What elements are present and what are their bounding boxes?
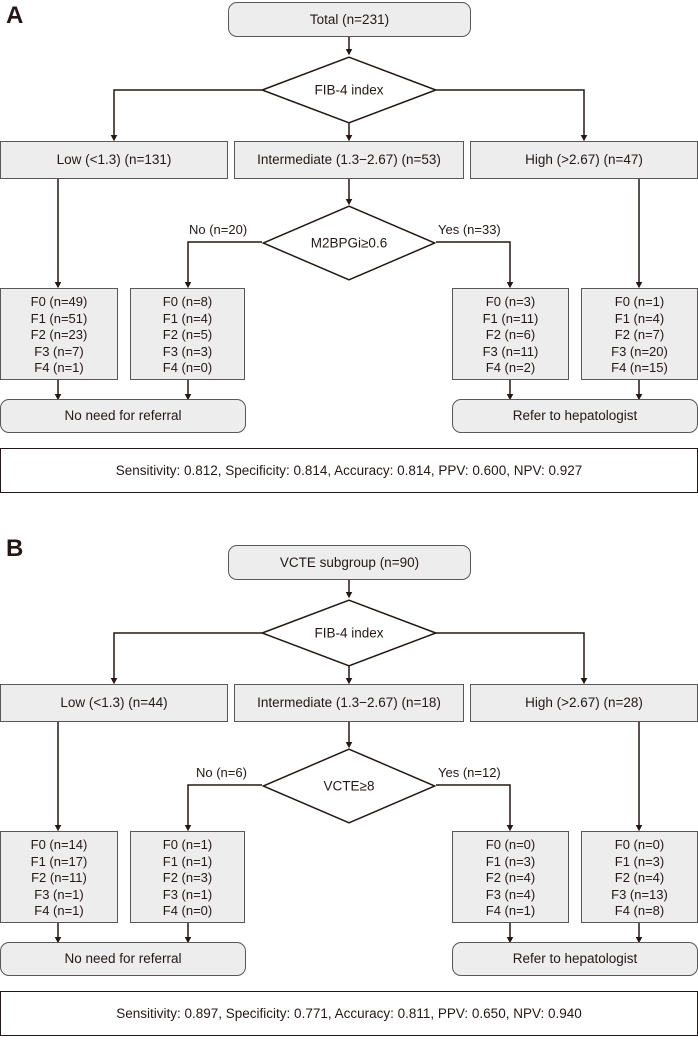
panel-b: B VCTE subgroup (n=90) FIB-4 in bbox=[0, 533, 698, 1042]
edge-label-no: No (n=6) bbox=[196, 765, 247, 780]
stage-row: F2 (n=3) bbox=[162, 870, 213, 886]
stage-row: F1 (n=3) bbox=[614, 853, 665, 869]
stage-row: F3 (n=20) bbox=[611, 343, 668, 359]
stage-row: F3 (n=7) bbox=[34, 343, 84, 359]
stage-row: F1 (n=17) bbox=[30, 853, 88, 869]
stage-row: F0 (n=3) bbox=[485, 294, 536, 309]
edge-label-no: No (n=20) bbox=[189, 222, 248, 237]
node-vcte-subgroup[interactable]: VCTE subgroup (n=90) bbox=[228, 545, 471, 580]
stage-row: F3 (n=1) bbox=[34, 886, 84, 902]
stage-box-intermediate-no[interactable]: F0 (n=8) F1 (n=4) F2 (n=5) F3 (n=3) F4 (… bbox=[130, 288, 245, 380]
stage-row: F0 (n=1) bbox=[614, 294, 665, 309]
stage-row: F1 (n=4) bbox=[162, 310, 213, 326]
stage-row: F3 (n=3) bbox=[162, 343, 213, 359]
stage-row: F4 (n=15) bbox=[611, 360, 668, 376]
decision-m2bpgi[interactable]: M2BPGi≥0.6 bbox=[262, 205, 436, 281]
panel-a-label: A bbox=[6, 2, 24, 29]
node-total[interactable]: Total (n=231) bbox=[228, 2, 471, 37]
stage-row: F0 (n=49) bbox=[30, 294, 88, 309]
stage-row: F2 (n=23) bbox=[30, 327, 88, 343]
stage-box-intermediate-yes[interactable]: F0 (n=0) F1 (n=3) F2 (n=4) F3 (n=4) F4 (… bbox=[452, 831, 569, 923]
edge-label-yes: Yes (n=12) bbox=[438, 765, 501, 780]
stage-row: F4 (n=1) bbox=[34, 360, 84, 376]
node-high[interactable]: High (>2.67) (n=47) bbox=[470, 141, 698, 179]
stage-row: F4 (n=1) bbox=[485, 903, 536, 919]
decision-vcte[interactable]: VCTE≥8 bbox=[262, 748, 436, 824]
stage-row: F1 (n=11) bbox=[482, 310, 539, 326]
stats-box: Sensitivity: 0.897, Specificity: 0.771, … bbox=[0, 991, 698, 1036]
stage-row: F2 (n=6) bbox=[485, 327, 536, 343]
stage-row: F1 (n=4) bbox=[614, 310, 665, 326]
stage-row: F4 (n=0) bbox=[162, 903, 213, 919]
decision-fib4[interactable]: FIB-4 index bbox=[261, 56, 437, 124]
stage-row: F2 (n=4) bbox=[614, 870, 665, 886]
panel-a: A bbox=[0, 0, 698, 500]
stage-row: F3 (n=11) bbox=[482, 343, 539, 359]
stage-row: F2 (n=4) bbox=[485, 870, 536, 886]
node-intermediate[interactable]: Intermediate (1.3−2.67) (n=53) bbox=[234, 141, 464, 179]
edge-label-yes: Yes (n=33) bbox=[438, 222, 501, 237]
stage-row: F4 (n=2) bbox=[485, 360, 536, 376]
stage-box-high[interactable]: F0 (n=0) F1 (n=3) F2 (n=4) F3 (n=13) F4 … bbox=[581, 831, 698, 923]
stage-row: F0 (n=14) bbox=[30, 837, 88, 852]
stage-row: F0 (n=1) bbox=[162, 837, 213, 852]
stage-box-low[interactable]: F0 (n=14) F1 (n=17) F2 (n=11) F3 (n=1) F… bbox=[0, 831, 118, 923]
stage-row: F3 (n=1) bbox=[162, 886, 213, 902]
stage-row: F0 (n=0) bbox=[485, 837, 536, 852]
stage-row: F2 (n=11) bbox=[31, 870, 87, 886]
stage-row: F0 (n=0) bbox=[614, 837, 665, 852]
decision-fib4[interactable]: FIB-4 index bbox=[261, 599, 437, 667]
stage-box-intermediate-yes[interactable]: F0 (n=3) F1 (n=11) F2 (n=6) F3 (n=11) F4… bbox=[452, 288, 569, 380]
stage-row: F3 (n=4) bbox=[485, 886, 536, 902]
stage-box-high[interactable]: F0 (n=1) F1 (n=4) F2 (n=7) F3 (n=20) F4 … bbox=[581, 288, 698, 380]
stage-row: F0 (n=8) bbox=[162, 294, 213, 309]
stage-row: F2 (n=7) bbox=[614, 327, 665, 343]
stage-row: F1 (n=3) bbox=[485, 853, 536, 869]
stage-row: F4 (n=1) bbox=[34, 903, 84, 919]
outcome-refer[interactable]: Refer to hepatologist bbox=[452, 399, 698, 433]
stats-box: Sensitivity: 0.812, Specificity: 0.814, … bbox=[0, 448, 698, 493]
stage-row: F3 (n=13) bbox=[611, 886, 668, 902]
outcome-no-referral[interactable]: No need for referral bbox=[0, 942, 246, 976]
panel-b-label: B bbox=[6, 535, 24, 562]
stage-box-intermediate-no[interactable]: F0 (n=1) F1 (n=1) F2 (n=3) F3 (n=1) F4 (… bbox=[130, 831, 245, 923]
stage-row: F1 (n=51) bbox=[30, 310, 88, 326]
node-low[interactable]: Low (<1.3) (n=44) bbox=[0, 684, 228, 722]
node-intermediate[interactable]: Intermediate (1.3−2.67) (n=18) bbox=[234, 684, 464, 722]
stage-row: F1 (n=1) bbox=[162, 853, 213, 869]
stage-row: F4 (n=8) bbox=[614, 903, 665, 919]
node-low[interactable]: Low (<1.3) (n=131) bbox=[0, 141, 228, 179]
stage-row: F2 (n=5) bbox=[162, 327, 213, 343]
outcome-refer[interactable]: Refer to hepatologist bbox=[452, 942, 698, 976]
outcome-no-referral[interactable]: No need for referral bbox=[0, 399, 246, 433]
stage-row: F4 (n=0) bbox=[162, 360, 213, 376]
stage-box-low[interactable]: F0 (n=49) F1 (n=51) F2 (n=23) F3 (n=7) F… bbox=[0, 288, 118, 380]
node-high[interactable]: High (>2.67) (n=28) bbox=[470, 684, 698, 722]
